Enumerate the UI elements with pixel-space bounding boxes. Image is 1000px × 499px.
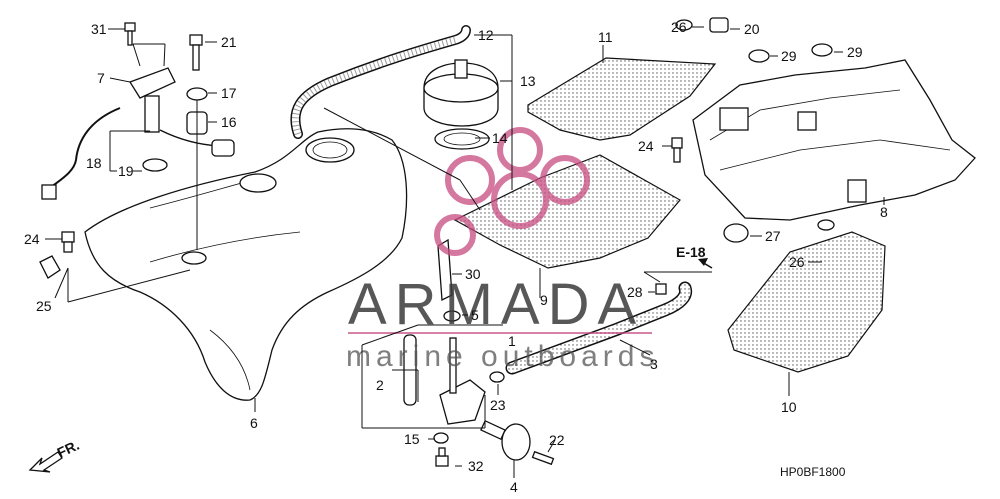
callout-3: 3 xyxy=(650,356,658,372)
ref-label: E-18 xyxy=(676,244,706,260)
callout-12: 12 xyxy=(478,27,494,43)
callout-15: 15 xyxy=(404,431,420,447)
oring-5 xyxy=(443,310,461,322)
callout-31: 31 xyxy=(91,21,107,37)
callout-28: 28 xyxy=(627,284,643,300)
bolt-24-left xyxy=(61,231,75,253)
washer-15 xyxy=(433,432,449,444)
callout-29-left: 29 xyxy=(781,48,797,64)
clip-23 xyxy=(489,371,505,383)
callout-29-right: 29 xyxy=(847,44,863,60)
frame-tray xyxy=(692,59,976,221)
callout-14: 14 xyxy=(492,130,508,146)
callout-17: 17 xyxy=(221,85,237,101)
grommet-20 xyxy=(709,17,729,33)
callout-13: 13 xyxy=(520,73,536,89)
clip-28 xyxy=(655,283,667,295)
knob-4 xyxy=(480,419,531,461)
callout-4: 4 xyxy=(510,479,518,495)
callout-20: 20 xyxy=(744,21,760,37)
side-pad xyxy=(727,231,886,373)
callout-7: 7 xyxy=(97,70,105,86)
bolt-32 xyxy=(435,447,449,467)
callout-22: 22 xyxy=(549,432,565,448)
valve-tube xyxy=(449,337,457,394)
fuel-pump xyxy=(41,67,235,200)
callout-32: 32 xyxy=(468,458,484,474)
bolt-24-right xyxy=(671,137,683,163)
screw-22 xyxy=(531,450,555,466)
seal-19 xyxy=(142,158,168,172)
callout-1: 1 xyxy=(508,333,516,349)
callout-27: 27 xyxy=(765,228,781,244)
front-label: FR. xyxy=(55,437,82,461)
callouts: 31 7 21 17 16 18 19 24 25 6 12 13 14 11 … xyxy=(24,19,888,495)
rivet-26-top xyxy=(675,19,693,31)
fuel-hose xyxy=(505,281,693,375)
callout-16: 16 xyxy=(221,114,237,130)
callout-6: 6 xyxy=(250,415,258,431)
watermark-brand: ARMADA xyxy=(348,272,644,337)
callout-2: 2 xyxy=(376,377,384,393)
breather-tube xyxy=(290,25,471,139)
propeller-logo xyxy=(434,127,590,256)
seat-pad-lower xyxy=(453,154,681,269)
callout-23: 23 xyxy=(490,397,506,413)
rivet-26-side xyxy=(817,219,835,231)
fuel-cap xyxy=(423,59,499,127)
callout-26-top: 26 xyxy=(671,19,687,35)
bracket-30 xyxy=(437,238,453,302)
callout-24-right: 24 xyxy=(638,138,654,154)
callout-18: 18 xyxy=(86,155,102,171)
cap-29-left xyxy=(748,49,770,63)
callout-5: 5 xyxy=(471,307,479,323)
callout-19: 19 xyxy=(118,163,134,179)
leader-lines xyxy=(45,26,885,478)
callout-9: 9 xyxy=(540,292,548,308)
seat-pad-upper xyxy=(527,57,717,141)
fuel-tank xyxy=(84,128,408,401)
front-arrow-icon xyxy=(28,451,63,473)
callout-24-left: 24 xyxy=(24,231,40,247)
clip-25 xyxy=(39,255,61,279)
ref-arrow xyxy=(698,258,713,269)
bolt-21 xyxy=(189,34,203,71)
watermark: ARMADA marine outboards xyxy=(346,127,659,373)
cap-gasket xyxy=(434,128,490,150)
callout-11: 11 xyxy=(598,29,613,45)
callout-10: 10 xyxy=(781,399,797,415)
callout-30: 30 xyxy=(465,266,481,282)
callout-26-side: 26 xyxy=(789,254,805,270)
front-arrow: FR. xyxy=(28,437,82,473)
clamp-27 xyxy=(723,223,749,243)
diagram-code: HP0BF1800 xyxy=(780,465,846,479)
callout-8: 8 xyxy=(880,204,888,220)
cap-29-right xyxy=(811,43,833,57)
grommet-17 xyxy=(186,87,208,101)
bolt-31 xyxy=(124,22,136,46)
fuel-valve xyxy=(439,379,486,425)
watermark-tagline: marine outboards xyxy=(346,340,659,373)
callout-21: 21 xyxy=(221,34,237,50)
callout-25: 25 xyxy=(36,298,52,314)
